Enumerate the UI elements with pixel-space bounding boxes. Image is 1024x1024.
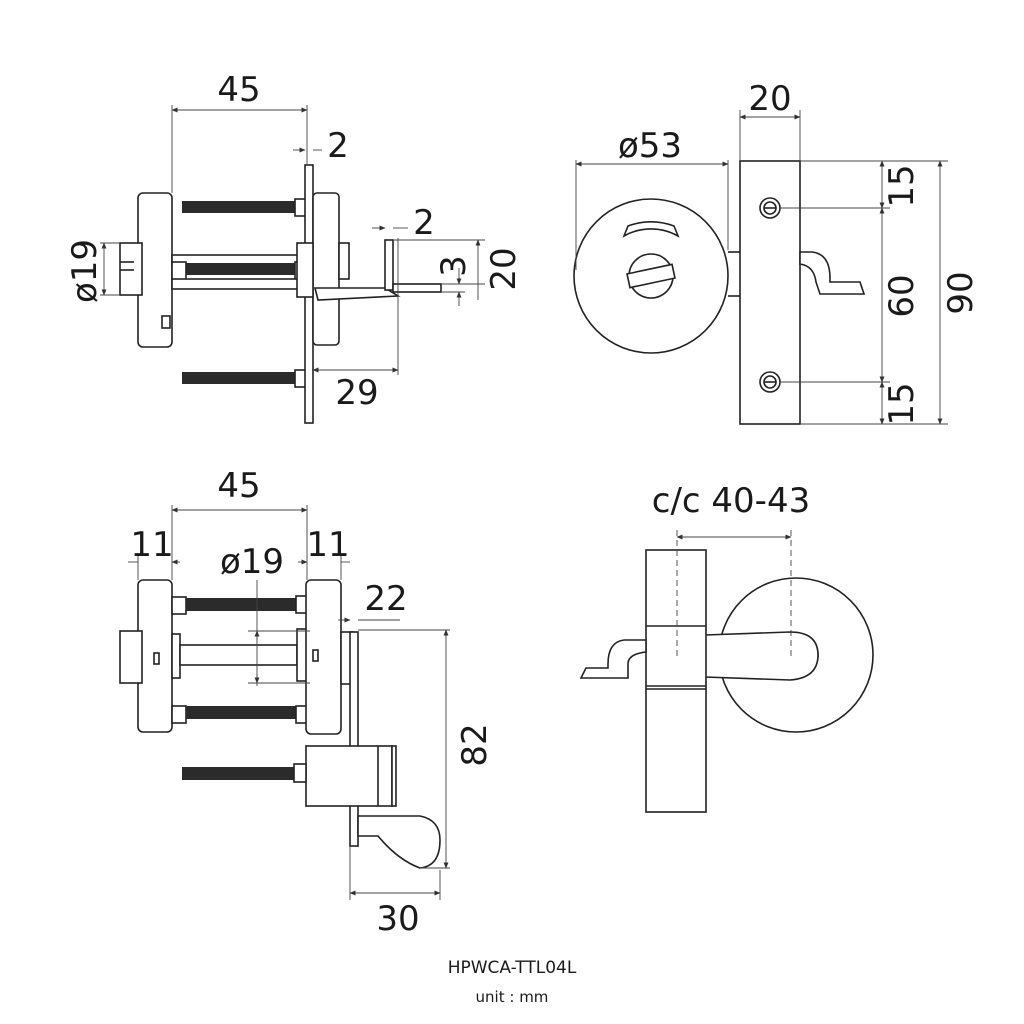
dim-side-bottom-height: 82 bbox=[455, 723, 495, 766]
dim-center-to-center: c/c 40-43 bbox=[652, 481, 810, 521]
dim-front-top-width: 20 bbox=[748, 79, 791, 119]
dim-side-top-depth: 29 bbox=[335, 373, 378, 413]
dim-front-top-middle: 60 bbox=[882, 274, 922, 317]
dim-side-bottom-offset: 22 bbox=[364, 579, 407, 619]
dim-front-top-total: 90 bbox=[941, 271, 981, 314]
side-view-bottom-dimensions bbox=[128, 505, 450, 900]
front-view-bottom bbox=[579, 530, 874, 813]
dim-front-top-lower: 15 bbox=[882, 382, 922, 425]
side-view-top bbox=[119, 164, 442, 424]
dim-side-top-lever-height: 20 bbox=[484, 247, 524, 290]
dim-side-bottom-lever: 30 bbox=[376, 899, 419, 939]
dim-side-top-plate: 2 bbox=[327, 126, 349, 166]
dim-side-top-diameter: ø19 bbox=[65, 239, 105, 303]
dim-side-top-width: 45 bbox=[217, 70, 260, 110]
dim-front-top-upper: 15 bbox=[882, 164, 922, 207]
dim-side-bottom-left: 11 bbox=[130, 525, 173, 565]
dim-side-top-tab: 2 bbox=[413, 203, 435, 243]
dim-side-bottom-width: 45 bbox=[217, 466, 260, 506]
front-view-top bbox=[573, 160, 866, 425]
dim-side-top-tab-height: 3 bbox=[434, 255, 474, 277]
front-view-top-dimensions bbox=[575, 110, 948, 425]
side-view-bottom bbox=[119, 579, 441, 869]
model-number: HPWCA-TTL04L bbox=[447, 958, 577, 978]
dim-side-bottom-diameter: ø19 bbox=[220, 542, 284, 582]
dim-side-bottom-right: 11 bbox=[306, 525, 349, 565]
side-view-top-dimensions bbox=[100, 105, 485, 375]
dim-front-top-diameter: ø53 bbox=[618, 126, 682, 166]
unit-label: unit : mm bbox=[475, 988, 549, 1006]
